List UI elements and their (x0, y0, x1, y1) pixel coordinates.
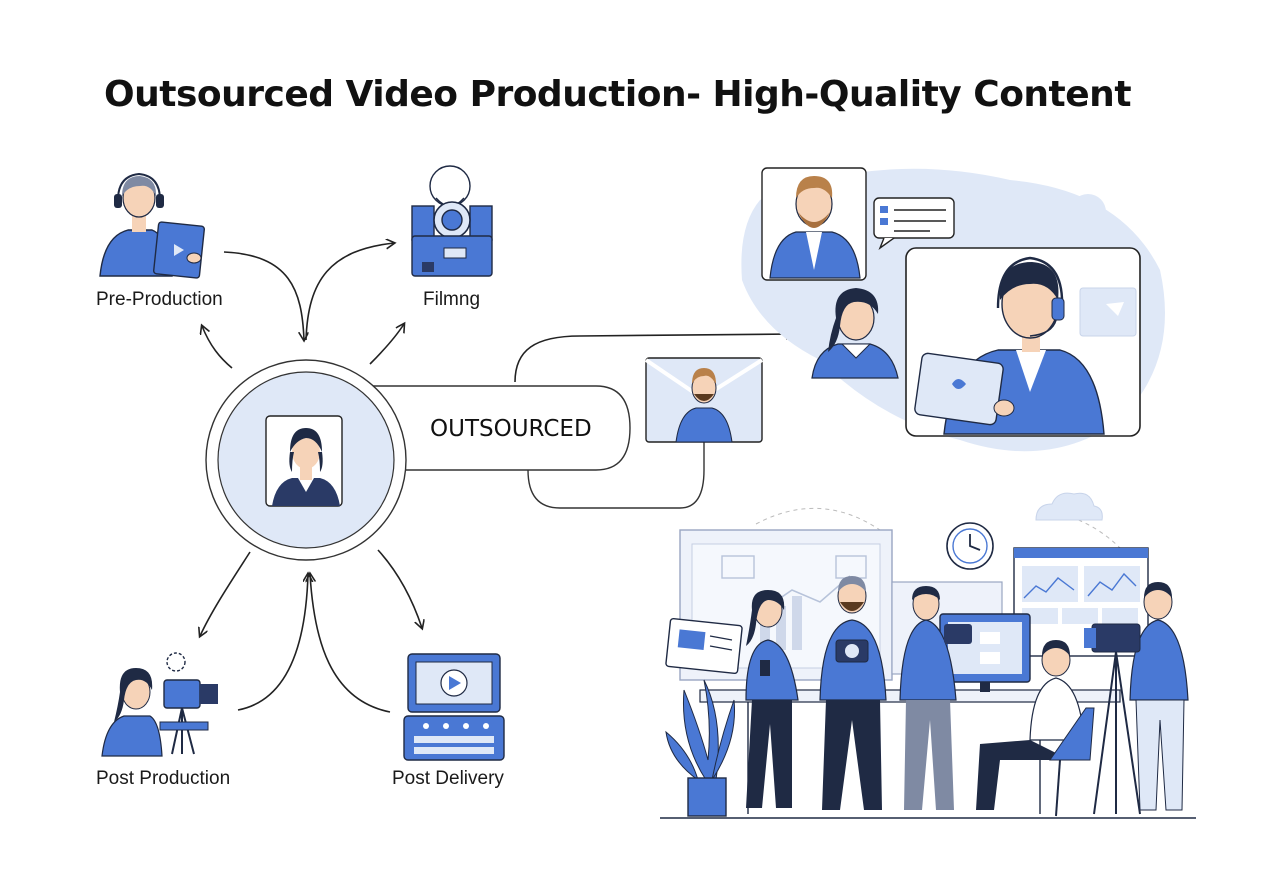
stage-label-post-delivery: Post Delivery (392, 768, 504, 789)
outsourced-person-icon (272, 428, 340, 506)
editor-at-desk (976, 640, 1095, 817)
camera-operator (1084, 582, 1189, 815)
center-node (205, 359, 407, 561)
plant-icon (665, 679, 735, 817)
bearded-man-video-tile (761, 167, 867, 281)
arrow-center-to-filming-2 (369, 324, 404, 365)
arrow-center-to-filming (305, 243, 394, 341)
photographer-man (819, 576, 887, 810)
diagram-title: Outsourced Video Production- High-Qualit… (104, 74, 1132, 115)
woman-with-phone (745, 590, 799, 808)
arrow-center-to-post-production (200, 551, 251, 636)
arrow-delivery-to-center (310, 574, 391, 713)
freelancer-video-thumbnail (644, 357, 764, 443)
stage-label-pre-production: Pre-Production (96, 289, 223, 310)
woman-with-camera (899, 586, 972, 810)
woman-participant (811, 288, 899, 379)
stage-label-post-production: Post Production (96, 768, 231, 789)
video-camera-icon (411, 165, 493, 277)
outsourced-connector (360, 385, 705, 509)
cloud-icon (1035, 492, 1103, 521)
camera-operator-icon (101, 652, 218, 757)
arrow-post-production-to-center (237, 574, 308, 711)
arrow-center-to-pre (202, 326, 233, 369)
production-studio-scene (660, 492, 1196, 819)
chat-bubble-icon (873, 197, 955, 250)
remote-team-video-call (741, 167, 1165, 452)
tablet-display-icon (665, 617, 743, 675)
outsourced-label: OUTSOURCED (430, 416, 592, 442)
clock-icon (946, 522, 994, 570)
stage-label-filming: Filmng (423, 289, 481, 310)
flow-arrows (200, 243, 794, 713)
arrow-pre-to-center (223, 251, 304, 340)
main-video-tile (905, 247, 1141, 437)
arrow-to-remote-team (514, 334, 794, 383)
video-editing-console-icon (403, 653, 505, 761)
presenter-with-tablet-icon (99, 172, 205, 279)
arrow-center-to-delivery (377, 549, 422, 628)
